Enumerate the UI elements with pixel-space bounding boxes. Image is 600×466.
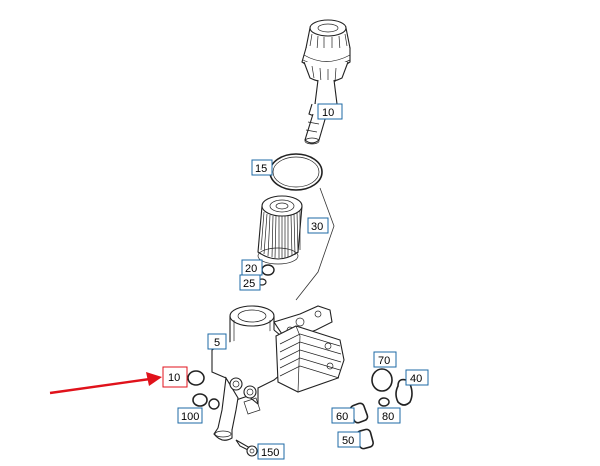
label-30[interactable]: 30 <box>307 217 329 234</box>
gasket-40-part <box>395 378 413 406</box>
label-25[interactable]: 25 <box>239 274 261 291</box>
svg-text:70: 70 <box>378 355 390 367</box>
label-20[interactable]: 20 <box>241 259 263 276</box>
svg-text:50: 50 <box>342 435 354 447</box>
bolt-150-part <box>235 439 258 457</box>
filter-element-part <box>257 195 303 265</box>
pointer-arrow <box>49 372 162 395</box>
label-80[interactable]: 80 <box>377 407 401 424</box>
label-40[interactable]: 40 <box>405 369 429 386</box>
svg-text:30: 30 <box>311 221 323 233</box>
label-15[interactable]: 15 <box>251 159 273 176</box>
label-150[interactable]: 150 <box>257 443 285 460</box>
label-70[interactable]: 70 <box>373 351 397 368</box>
svg-text:10: 10 <box>168 372 180 384</box>
o-ring-100b-part <box>208 398 220 410</box>
ring-80-part <box>378 397 390 407</box>
label-100[interactable]: 100 <box>177 407 203 424</box>
o-ring-100-part <box>192 393 208 407</box>
svg-text:80: 80 <box>382 411 394 423</box>
svg-text:25: 25 <box>243 278 255 290</box>
svg-text:5: 5 <box>214 337 220 349</box>
small-ring-20-part <box>261 264 275 276</box>
label-50[interactable]: 50 <box>337 431 361 448</box>
label-5[interactable]: 5 <box>207 333 227 350</box>
svg-text:15: 15 <box>255 163 267 175</box>
gasket-70-part <box>371 368 393 392</box>
label-10-highlighted[interactable]: 10 <box>162 366 188 388</box>
oil-filter-cap-part <box>301 19 351 145</box>
svg-text:10: 10 <box>322 107 334 119</box>
o-ring-15-part <box>269 153 323 191</box>
svg-text:150: 150 <box>261 447 279 459</box>
o-ring-10-lower-part <box>187 370 205 386</box>
label-60[interactable]: 60 <box>331 407 355 424</box>
svg-text:40: 40 <box>410 373 422 385</box>
svg-text:60: 60 <box>336 411 348 423</box>
svg-text:100: 100 <box>181 411 199 423</box>
label-10-top[interactable]: 10 <box>317 103 343 120</box>
svg-text:20: 20 <box>245 263 257 275</box>
oil-cooler-part <box>275 325 345 393</box>
